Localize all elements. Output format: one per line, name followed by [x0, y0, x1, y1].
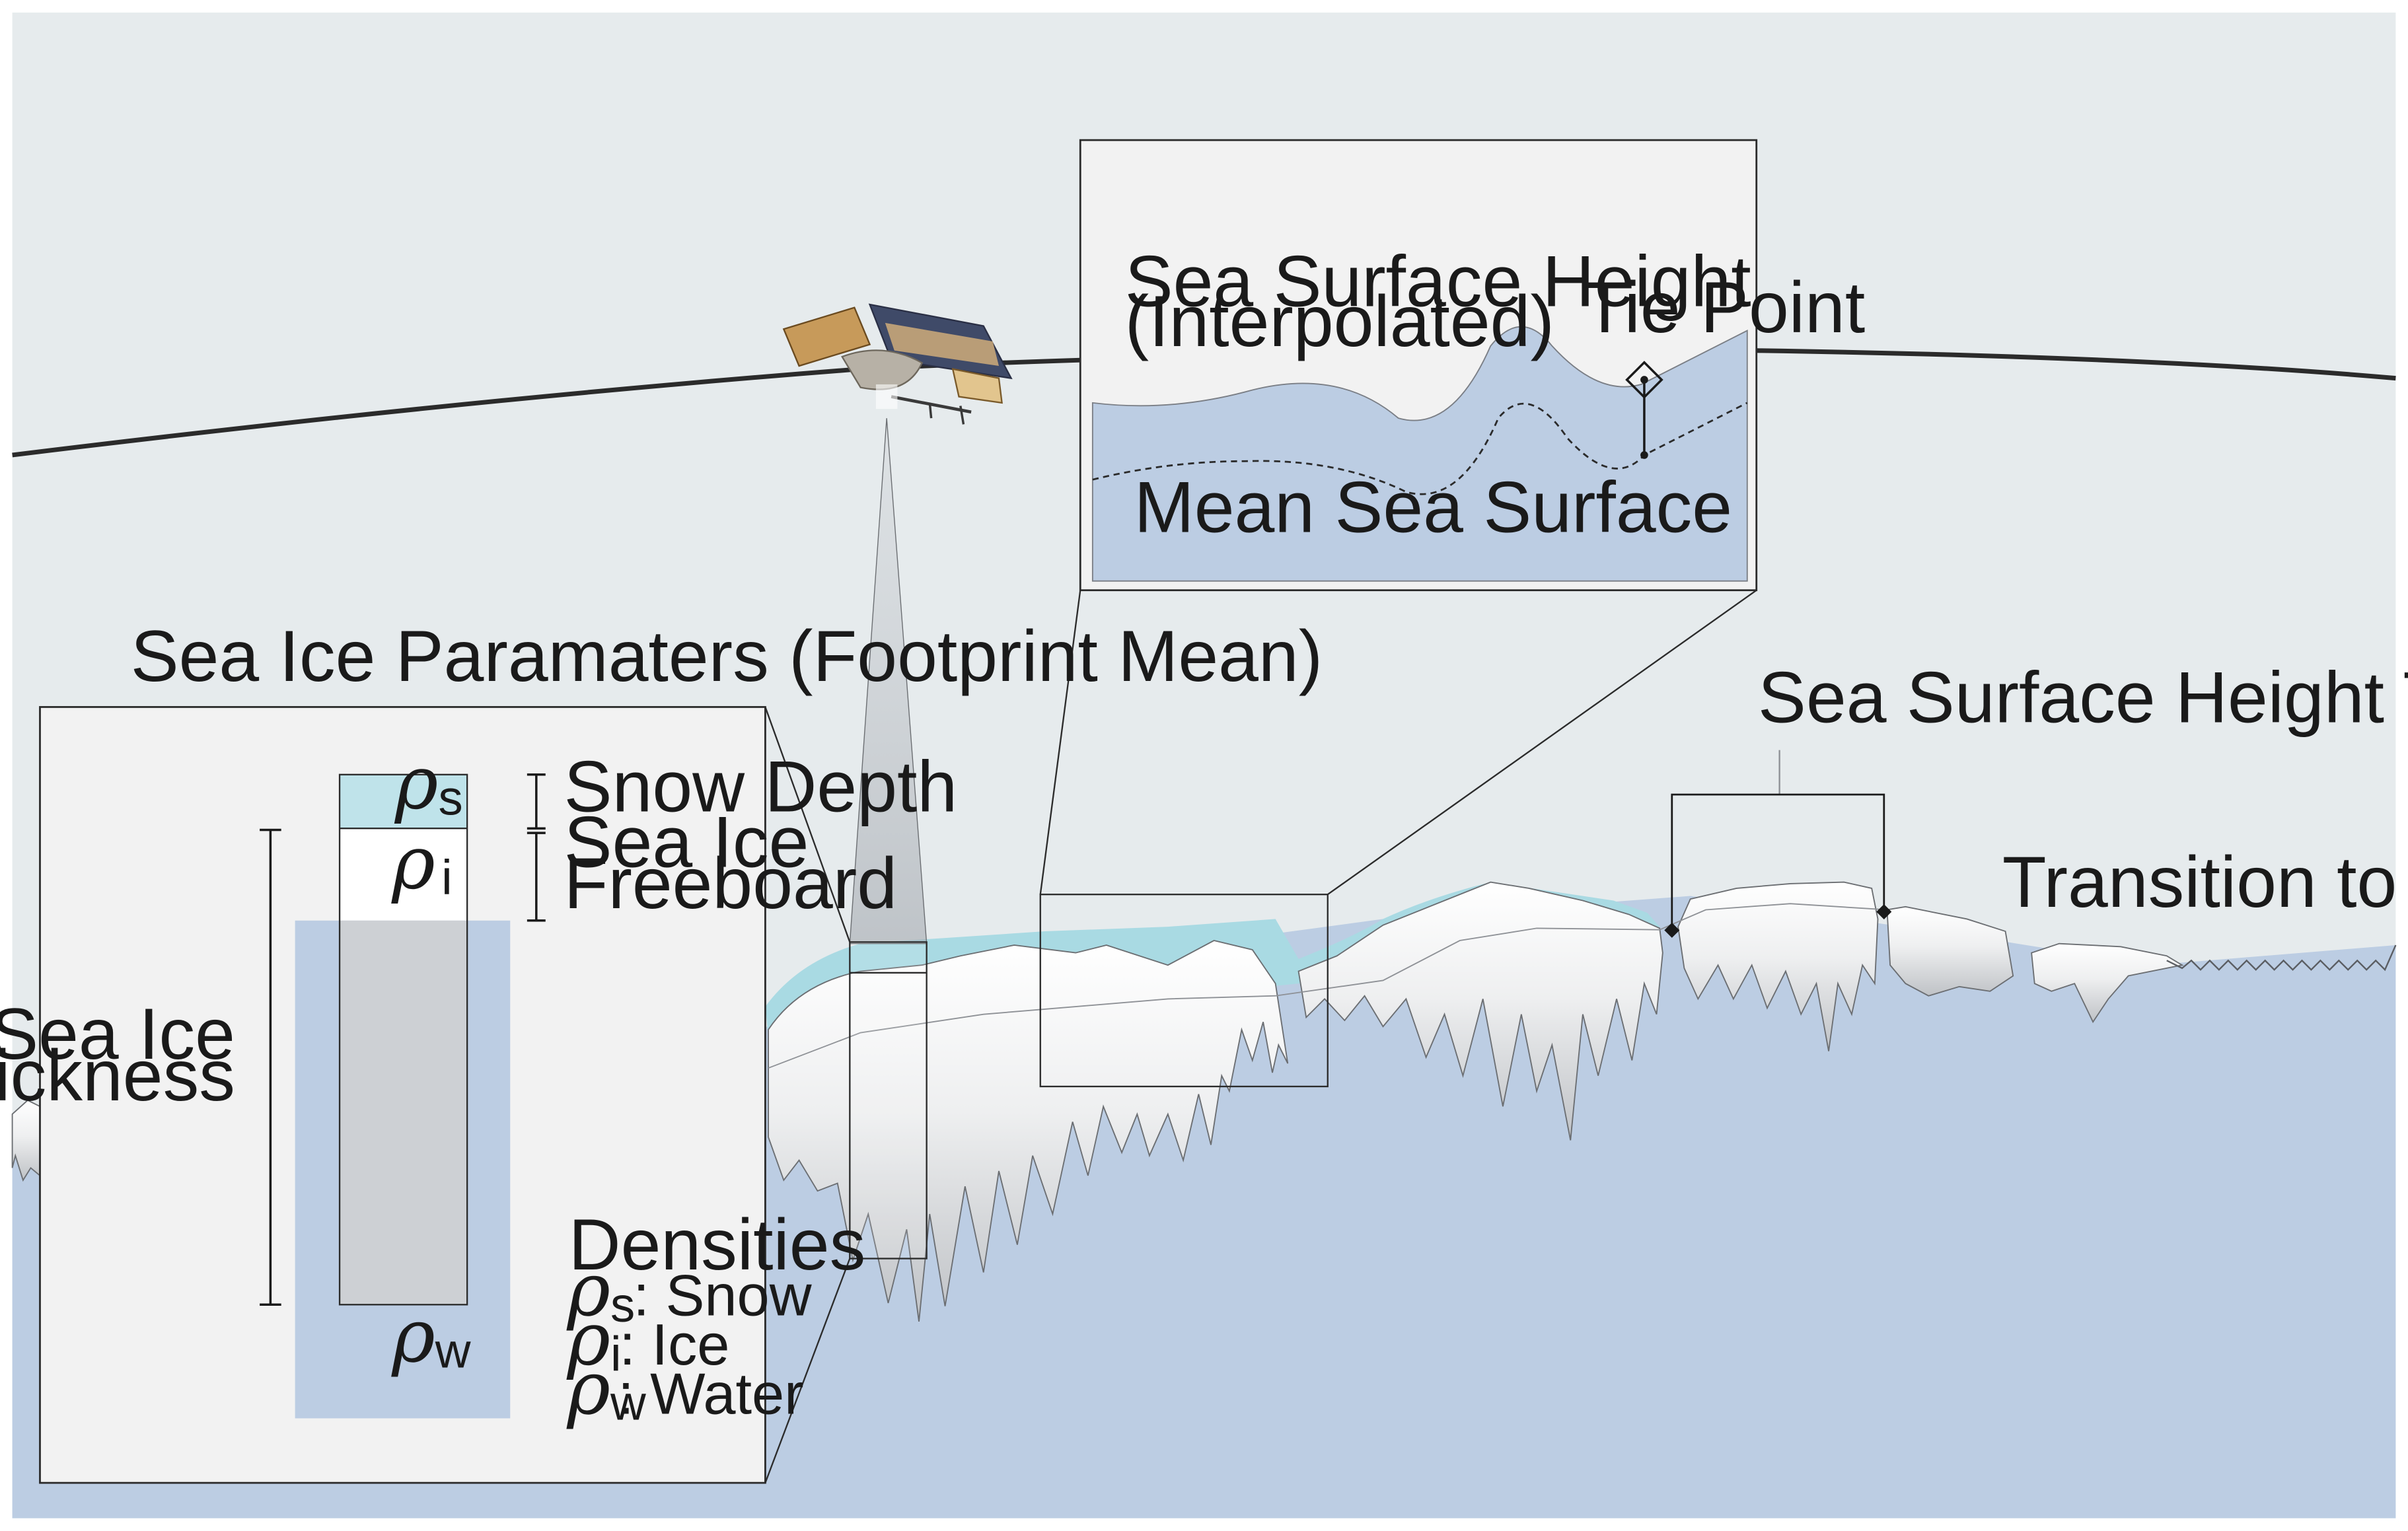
ice-floe-middle	[1297, 881, 1663, 1141]
freeboard-bracket	[527, 832, 546, 922]
snow-column-block	[340, 774, 468, 829]
connector-line	[1327, 589, 1757, 896]
densities-legend: ρs : Snow ρi : Ice ρw : Water	[566, 1248, 812, 1432]
connector-line	[764, 707, 851, 943]
footprint-box	[849, 941, 928, 1260]
transition-open-ocean-label: Transition to Open Ocean	[2002, 842, 2408, 923]
radar-beam	[849, 418, 928, 944]
ice-waterline	[768, 903, 1887, 1069]
zoom-box-ice	[1039, 894, 1329, 1088]
ice-column-above-water	[340, 828, 468, 921]
satellite-icon	[782, 303, 1013, 425]
ice-column-below-water	[340, 920, 468, 1305]
tie-point-dot-lower	[1640, 451, 1648, 459]
ssh-interpolated-label-line2: (Interpolated)	[1125, 281, 1554, 362]
sea-ice-thickness-label-line2: Thickness	[0, 1036, 235, 1116]
sea-ice-freeboard-label-line2: Freeboard	[564, 843, 897, 924]
ssh-water-fill	[1091, 326, 1748, 582]
ice-floe-tie-segment	[1677, 881, 1879, 1051]
ice-floe-left-edge	[11, 1099, 41, 1182]
rho-water-symbol: ρw	[391, 1293, 471, 1379]
ice-floe-main	[768, 940, 1289, 1322]
tie-point-label: Tie Point	[1583, 267, 1865, 348]
open-ocean-waves	[2166, 944, 2397, 972]
snow-depth-bracket	[527, 773, 546, 830]
connector-line	[764, 1258, 851, 1483]
ssh-interpolated-label-line1: Sea Surface Height	[1125, 241, 1751, 322]
rho-snow-symbol: ρs	[394, 740, 463, 826]
snow-depth-label: Snow Depth	[564, 747, 958, 828]
densities-title: Densities	[569, 1205, 866, 1285]
density-water-row: ρw : Water	[566, 1345, 803, 1431]
tie-point-marker-icon	[1625, 361, 1663, 399]
ice-column-outline	[338, 773, 468, 1306]
ice-floe-right-1	[1886, 906, 2014, 997]
sea-ice-thickness-label-line1: Sea Ice	[0, 994, 235, 1075]
ssh-tie-points-label: Sea Surface Height Tie Points	[1758, 658, 2408, 738]
sea-ice-freeboard-label-line1: Sea Ice	[564, 802, 809, 882]
density-ice-row: ρi : Ice	[566, 1297, 729, 1382]
ssh-tie-points-bracket	[1664, 750, 1892, 938]
thickness-bracket	[260, 828, 281, 1306]
sea-ice-parameters-title: Sea Ice Paramaters (Footprint Mean)	[131, 616, 1323, 697]
ice-floe-right-2	[2031, 943, 2184, 1024]
ice-floes	[11, 881, 2184, 1322]
mean-sea-surface-label: Mean Sea Surface	[1134, 467, 1732, 548]
connector-line	[1039, 590, 1081, 895]
tie-point-dot-upper	[1640, 376, 1648, 384]
density-snow-row: ρs : Snow	[566, 1248, 812, 1334]
ssh-inset-panel: Sea Surface Height (Interpolated) Tie Po…	[1079, 139, 1865, 592]
